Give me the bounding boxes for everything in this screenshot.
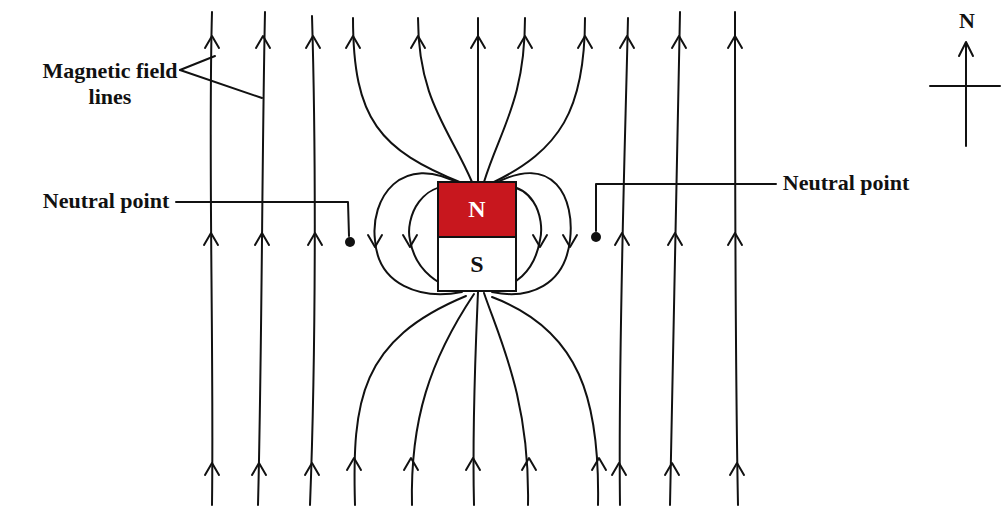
south-pole: S xyxy=(437,236,517,292)
neutral-point-label: Neutral point xyxy=(40,188,172,214)
pole-letter: S xyxy=(470,251,483,278)
neutral-point-label: Neutral point xyxy=(780,170,912,196)
north-pole: N xyxy=(437,181,517,238)
field-lines-label: Magnetic field lines xyxy=(40,58,180,110)
compass-north-label: N xyxy=(956,8,978,34)
pole-letter: N xyxy=(468,196,485,223)
